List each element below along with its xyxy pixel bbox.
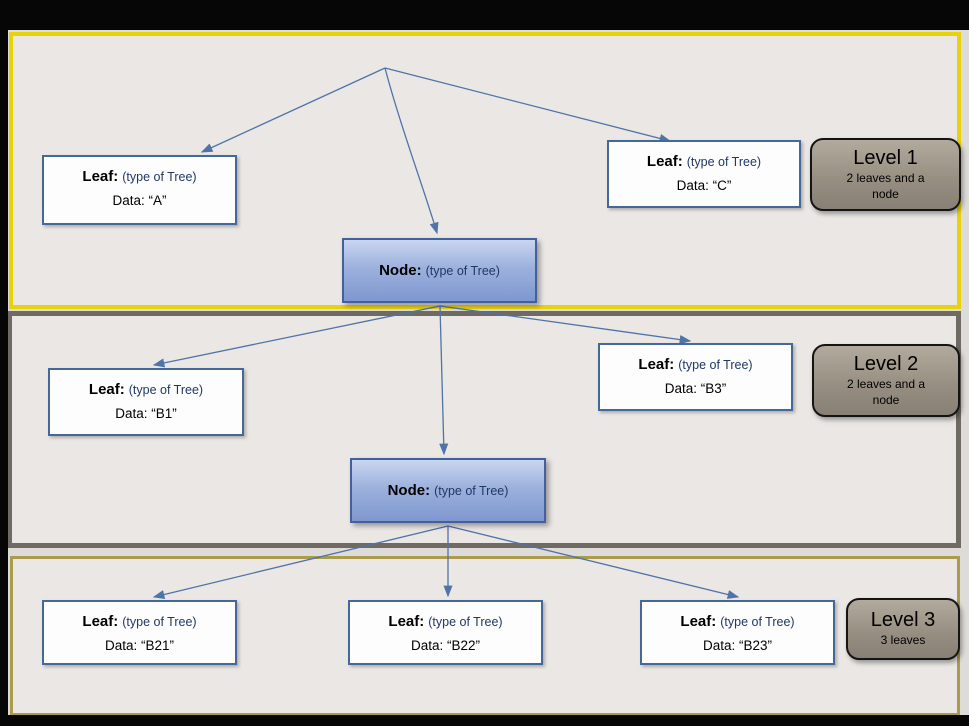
node-title: Node:(type of Tree): [388, 482, 509, 500]
arrow-node1-to-leaf-b1: [152, 305, 441, 368]
leaf-label: Leaf:: [82, 168, 119, 185]
arrow-root-to-leaf-c: [384, 67, 672, 143]
arrow-node1-to-leaf-b3: [439, 305, 692, 345]
level-2-badge: Level 2 2 leaves and a node: [812, 344, 960, 417]
leaf-data-value: Data: “B23”: [702, 637, 773, 653]
leaf-box-c: Leaf:(type of Tree) Data: “C”: [607, 140, 801, 208]
node-type-label: (type of Tree): [425, 263, 500, 278]
leaf-box-b3: Leaf:(type of Tree) Data: “B3”: [598, 343, 793, 411]
arrow-node1-to-node-2: [439, 305, 449, 456]
badge-subtitle: 3 leaves: [880, 633, 926, 648]
leaf-data-value: Data: “B3”: [664, 380, 727, 396]
leaf-box-a: Leaf:(type of Tree) Data: “A”: [42, 155, 237, 225]
node-label: Node:: [387, 481, 431, 499]
leaf-data-value: Data: “A”: [112, 192, 167, 208]
leaf-box-b21: Leaf:(type of Tree) Data: “B21”: [42, 600, 237, 665]
arrow-node2-to-leaf-b23: [447, 525, 740, 599]
level-3-badge: Level 3 3 leaves: [846, 598, 960, 660]
bottom-black-bar: [0, 715, 969, 726]
leaf-title: Leaf:(type of Tree): [609, 153, 799, 171]
node-label: Node:: [379, 261, 422, 279]
leaf-label: Leaf:: [680, 613, 717, 630]
badge-title: Level 3: [870, 609, 936, 632]
leaf-title: Leaf:(type of Tree): [44, 168, 235, 186]
top-black-bar: [0, 0, 969, 30]
arrow-node2-to-leaf-b21: [152, 525, 449, 599]
leaf-data-value: Data: “B1”: [115, 405, 177, 421]
leaf-type-label: (type of Tree): [678, 358, 753, 372]
badge-subtitle: 2 leaves and a node: [846, 170, 925, 201]
leaf-label: Leaf:: [388, 613, 425, 630]
leaf-label: Leaf:: [646, 153, 683, 170]
leaf-type-label: (type of Tree): [686, 155, 762, 169]
node-type-label: (type of Tree): [434, 483, 509, 498]
leaf-data-value: Data: “C”: [676, 177, 732, 193]
leaf-type-label: (type of Tree): [720, 615, 795, 629]
leaf-title: Leaf:(type of Tree): [50, 381, 242, 399]
node-box-level-2: Node:(type of Tree): [350, 458, 546, 523]
leaf-label: Leaf:: [638, 356, 675, 373]
leaf-box-b23: Leaf:(type of Tree) Data: “B23”: [640, 600, 835, 665]
level-1-badge: Level 1 2 leaves and a node: [810, 138, 961, 211]
leaf-type-label: (type of Tree): [122, 170, 197, 184]
leaf-type-label: (type of Tree): [428, 615, 503, 629]
leaf-type-label: (type of Tree): [128, 383, 204, 397]
arrow-root-to-node-1: [384, 67, 439, 235]
arrow-root-to-leaf-a: [200, 67, 386, 153]
leaf-box-b1: Leaf:(type of Tree) Data: “B1”: [48, 368, 244, 436]
leaf-title: Leaf:(type of Tree): [350, 613, 541, 631]
node-title: Node:(type of Tree): [379, 262, 500, 280]
leaf-title: Leaf:(type of Tree): [44, 613, 235, 631]
leaf-title: Leaf:(type of Tree): [600, 356, 791, 374]
leaf-label: Leaf:: [88, 381, 125, 398]
left-black-bar: [0, 30, 8, 726]
node-box-level-1: Node:(type of Tree): [342, 238, 537, 303]
leaf-label: Leaf:: [82, 613, 119, 630]
badge-title: Level 2: [853, 352, 919, 375]
leaf-box-b22: Leaf:(type of Tree) Data: “B22”: [348, 600, 543, 665]
badge-subtitle: 2 leaves and a node: [846, 376, 926, 407]
leaf-data-value: Data: “B22”: [410, 637, 481, 653]
leaf-type-label: (type of Tree): [122, 615, 197, 629]
leaf-title: Leaf:(type of Tree): [642, 613, 833, 631]
badge-title: Level 1: [853, 146, 918, 169]
leaf-data-value: Data: “B21”: [104, 637, 175, 653]
